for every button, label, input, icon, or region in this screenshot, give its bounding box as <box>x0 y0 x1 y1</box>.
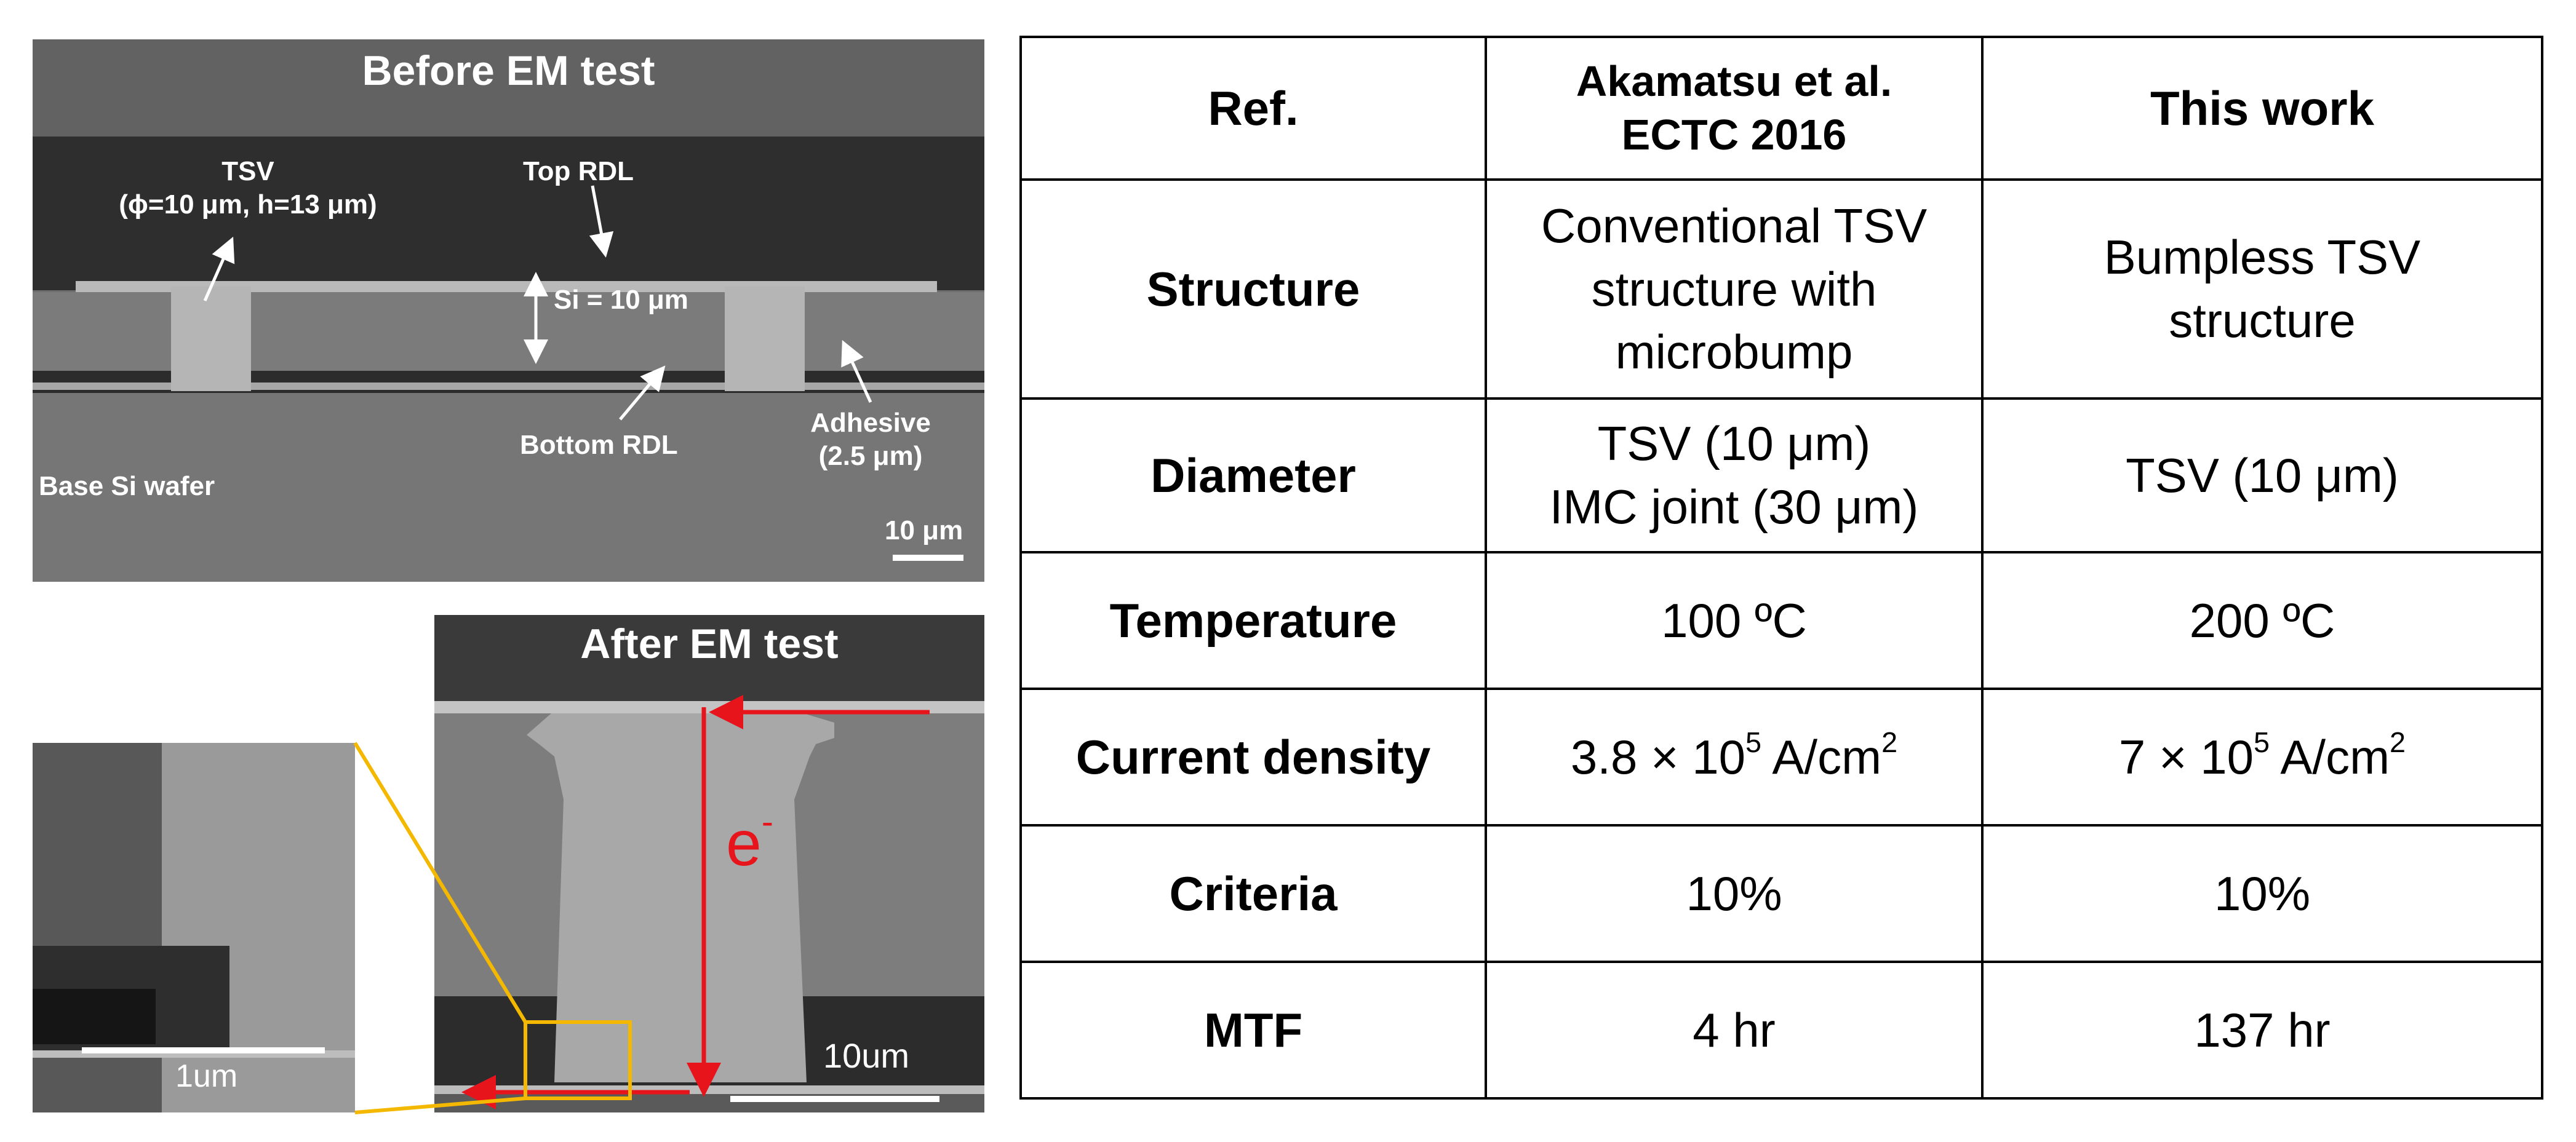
sem-image-zoom-inset: 1um <box>33 743 355 1112</box>
base-wafer-label: Base Si wafer <box>39 471 215 501</box>
cell-prior: 4 hr <box>1485 961 1984 1100</box>
cell-this-work: 10% <box>1981 824 2543 963</box>
bottom-rdl-pointer-arrow <box>619 365 666 421</box>
electron-label: e- <box>726 802 773 879</box>
adhesive-pointer-arrow <box>841 339 872 403</box>
top-rdl-pointer-arrow <box>589 185 614 258</box>
table-row-criteria: Criteria 10% 10% <box>1019 824 2543 963</box>
after-scale-bar-label: 10um <box>823 1036 910 1075</box>
oxide-region <box>33 137 984 290</box>
passivation-region <box>33 39 984 137</box>
cell-prior: 10% <box>1485 824 1984 963</box>
row-label: Diameter <box>1019 397 1487 553</box>
zoom-highlight-box <box>524 1020 632 1100</box>
base-si-wafer-region <box>33 393 984 582</box>
cell-this-work: 7 × 105 A/cm2 <box>1981 688 2543 827</box>
after-em-title: After EM test <box>580 621 839 667</box>
sem-image-before-em-test: Before EM test TSV (ϕ=10 μm, h=13 μm) To… <box>33 39 984 582</box>
tsv-right <box>725 287 805 391</box>
row-label: MTF <box>1019 961 1487 1100</box>
cell-this-work: TSV (10 μm) <box>1981 397 2543 553</box>
before-scale-bar-label: 10 μm <box>885 515 963 545</box>
header-prior-work: Akamatsu et al. ECTC 2016 <box>1485 36 1984 181</box>
header-ref: Ref. <box>1019 36 1487 181</box>
table-row-diameter: Diameter TSV (10 μm) IMC joint (30 μm) T… <box>1019 397 2543 553</box>
zoom-scale-bar-label: 1um <box>175 1058 238 1094</box>
row-label: Temperature <box>1019 551 1487 690</box>
table-row-mtf: MTF 4 hr 137 hr <box>1019 961 2543 1100</box>
si-thickness-label: Si = 10 μm <box>554 285 688 315</box>
tsv-pointer-arrow <box>203 236 235 302</box>
tsv-label: TSV (ϕ=10 μm, h=13 μm) <box>119 156 377 220</box>
cell-prior: 100 ºC <box>1485 551 1984 690</box>
cell-this-work: 200 ºC <box>1981 551 2543 690</box>
table-row-structure: Structure Conventional TSV structure wit… <box>1019 178 2543 400</box>
table-header-row: Ref. Akamatsu et al. ECTC 2016 This work <box>1019 36 2543 181</box>
row-label: Criteria <box>1019 824 1487 963</box>
header-this-work: This work <box>1981 36 2543 181</box>
top-rdl-layer <box>76 281 937 292</box>
row-label: Structure <box>1019 178 1487 400</box>
before-em-title: Before EM test <box>362 47 655 94</box>
em-comparison-table: Ref. Akamatsu et al. ECTC 2016 This work… <box>1019 36 2543 1100</box>
cell-prior: TSV (10 μm) IMC joint (30 μm) <box>1485 397 1984 553</box>
bottom-rdl-label: Bottom RDL <box>520 430 678 460</box>
void-region <box>33 989 156 1044</box>
before-scale-bar <box>893 555 963 561</box>
electron-flow-arrows <box>461 695 939 1109</box>
after-top-region <box>434 615 984 704</box>
cell-this-work: 137 hr <box>1981 961 2543 1100</box>
cell-prior: Conventional TSV structure with microbum… <box>1485 178 1984 400</box>
top-rdl-label: Top RDL <box>523 156 634 186</box>
zoom-scale-bar <box>82 1047 325 1053</box>
tsv-left <box>171 287 251 391</box>
row-label: Current density <box>1019 688 1487 827</box>
after-scale-bar <box>730 1096 939 1102</box>
cell-prior: 3.8 × 105 A/cm2 <box>1485 688 1984 827</box>
before-annotation-arrows <box>203 185 963 561</box>
adhesive-label: Adhesive (2.5 μm) <box>810 408 931 471</box>
table-row-temperature: Temperature 100 ºC 200 ºC <box>1019 551 2543 690</box>
table-row-current-density: Current density 3.8 × 105 A/cm2 7 × 105 … <box>1019 688 2543 827</box>
sem-image-after-em-test: After EM test e- 10um <box>434 615 984 1112</box>
cell-this-work: Bumpless TSV structure <box>1981 178 2543 400</box>
